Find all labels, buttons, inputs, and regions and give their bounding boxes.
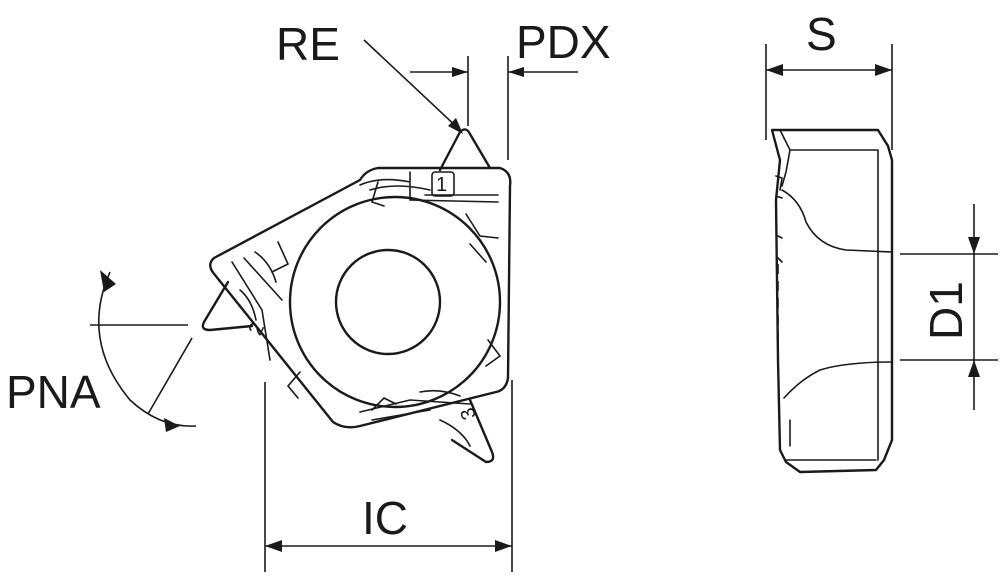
ic-label: IC xyxy=(362,492,408,544)
s-dimension: S xyxy=(765,8,893,150)
pna-dimension: PNA xyxy=(6,270,197,432)
pdx-label: PDX xyxy=(516,16,611,68)
side-face-lines xyxy=(779,129,879,461)
side-upper-curve xyxy=(781,189,893,253)
d1-dimension: D1 xyxy=(900,204,998,410)
clamp-hole xyxy=(334,248,442,356)
bore-outer-ring xyxy=(288,195,502,409)
side-lower-curve xyxy=(783,361,893,399)
insert-side-view xyxy=(770,128,894,474)
corner-mark-1: 1 xyxy=(436,174,447,196)
pna-label: PNA xyxy=(6,366,101,418)
tooth-bottom xyxy=(450,398,495,464)
side-edge-details xyxy=(775,175,783,263)
re-label: RE xyxy=(276,18,340,70)
insert-front-view: 1 2 3 xyxy=(201,128,512,464)
rake-detail-top xyxy=(359,171,499,203)
insert-outline xyxy=(209,166,512,429)
rake-detail-misc xyxy=(271,181,502,411)
d1-label: D1 xyxy=(920,281,972,340)
re-callout: RE xyxy=(276,18,463,134)
rake-detail-bottom xyxy=(359,389,471,447)
tooth-top xyxy=(438,128,492,172)
corner-mark-1-box xyxy=(431,171,455,197)
ic-dimension: IC xyxy=(264,380,513,572)
pdx-dimension: PDX xyxy=(410,16,611,160)
tooth-left xyxy=(201,280,254,332)
s-label: S xyxy=(806,8,837,60)
rake-detail-left xyxy=(231,251,283,361)
side-outline xyxy=(770,128,894,474)
corner-mark-2: 2 xyxy=(244,319,269,338)
